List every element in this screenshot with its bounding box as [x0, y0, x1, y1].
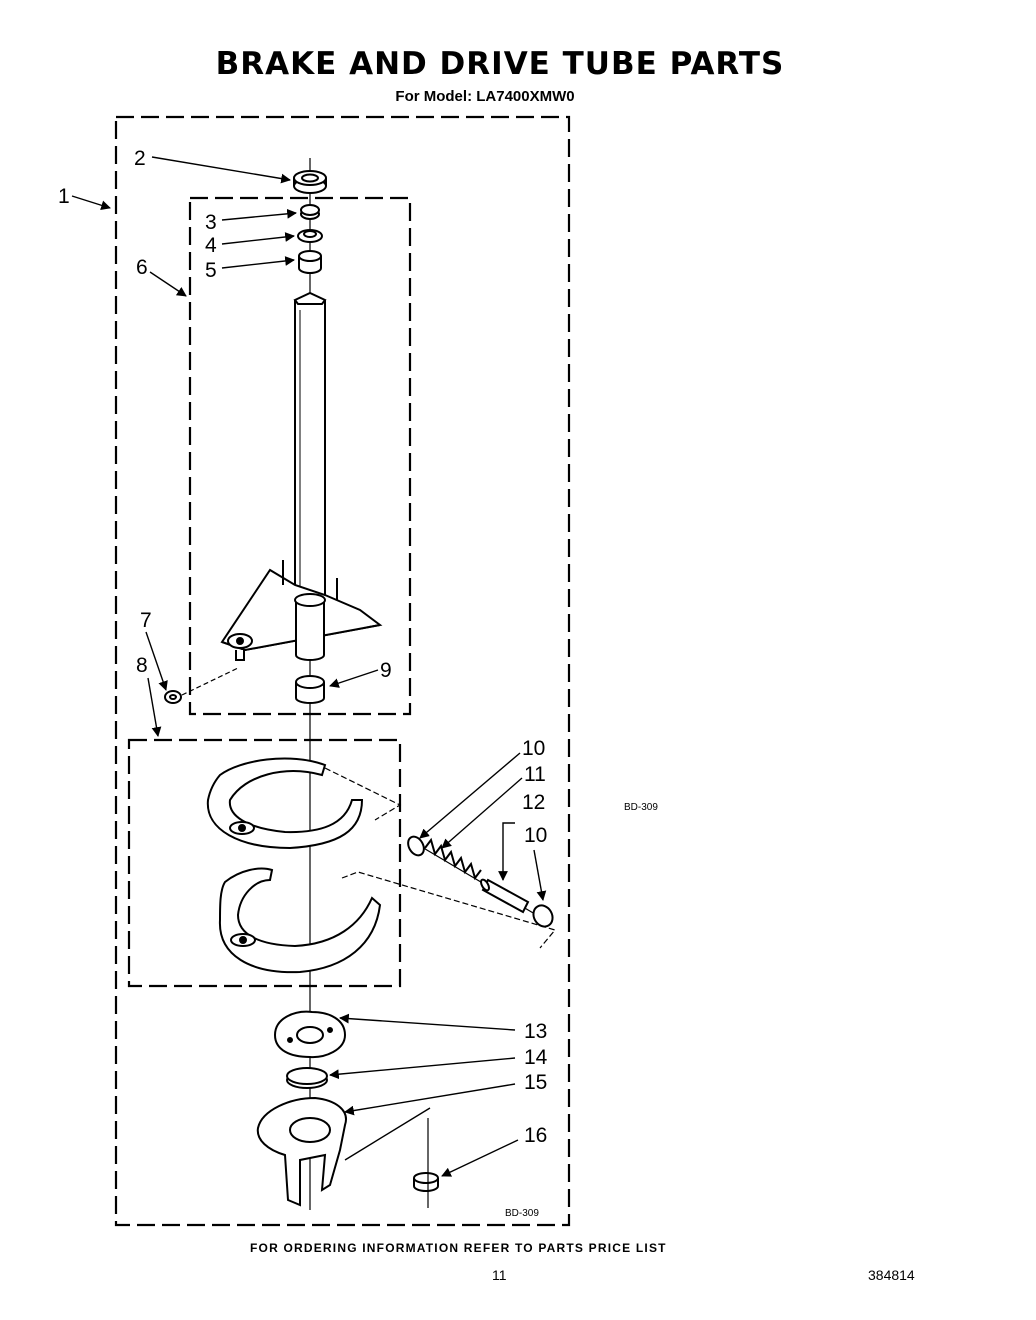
callout-10b: 10 — [524, 824, 547, 847]
ordering-info-note: FOR ORDERING INFORMATION REFER TO PARTS … — [250, 1241, 667, 1255]
clip-dashed-line — [181, 667, 239, 696]
callout-1: 1 — [58, 185, 70, 208]
callout-9: 9 — [380, 659, 392, 682]
part-washer-4 — [297, 229, 323, 243]
callout-15: 15 — [524, 1071, 547, 1094]
callout-10a: 10 — [522, 737, 545, 760]
document-number: 384814 — [868, 1267, 915, 1283]
page-title: BRAKE AND DRIVE TUBE PARTS — [215, 46, 785, 82]
callout-labels: 1 2 3 4 5 6 7 8 9 10 11 12 10 13 14 15 1… — [58, 147, 548, 1147]
callout-6: 6 — [136, 256, 148, 279]
callout-13: 13 — [524, 1020, 547, 1043]
part-spring-cap-10b — [532, 904, 554, 928]
drive-tube-box-6 — [188, 196, 412, 716]
callout-11: 11 — [524, 763, 546, 786]
part-nut-16 — [413, 1172, 439, 1192]
part-clip-7 — [164, 690, 182, 704]
part-bearing-5 — [298, 250, 322, 274]
part-spring-11 — [424, 837, 482, 881]
brake-dashed-lines — [324, 767, 557, 949]
part-bushing-9 — [295, 675, 325, 704]
part-ring-3 — [300, 204, 320, 220]
leader-arrows — [71, 156, 547, 1177]
part-pin-12 — [480, 878, 530, 914]
side-diagram-code: BD-309 — [624, 802, 658, 813]
callout-8: 8 — [136, 654, 148, 677]
part-brake-shoe-upper — [206, 757, 364, 850]
diagram-code: BD-309 — [505, 1208, 539, 1219]
callout-4: 4 — [205, 234, 217, 257]
callout-7: 7 — [140, 609, 152, 632]
assembly-box-1 — [114, 115, 571, 1227]
callout-14: 14 — [524, 1046, 548, 1069]
part-drive-tube-6 — [220, 291, 383, 661]
part-seal-2 — [293, 170, 327, 194]
callout-16: 16 — [524, 1124, 547, 1147]
callout-2: 2 — [134, 147, 146, 170]
part-bracket-15 — [256, 1096, 347, 1207]
model-subtitle: For Model: LA7400XMW0 — [395, 88, 575, 105]
group-boxes — [114, 115, 571, 1227]
brake-box-8 — [127, 738, 402, 988]
part-spring-cap-10a — [407, 835, 425, 857]
callout-12: 12 — [522, 791, 545, 814]
callout-5: 5 — [205, 259, 217, 282]
callout-3: 3 — [205, 211, 217, 234]
part-ring-14 — [286, 1067, 328, 1089]
page-number: 11 — [492, 1267, 507, 1283]
part-flange-13 — [273, 1010, 347, 1059]
part-brake-shoe-lower — [218, 867, 382, 974]
